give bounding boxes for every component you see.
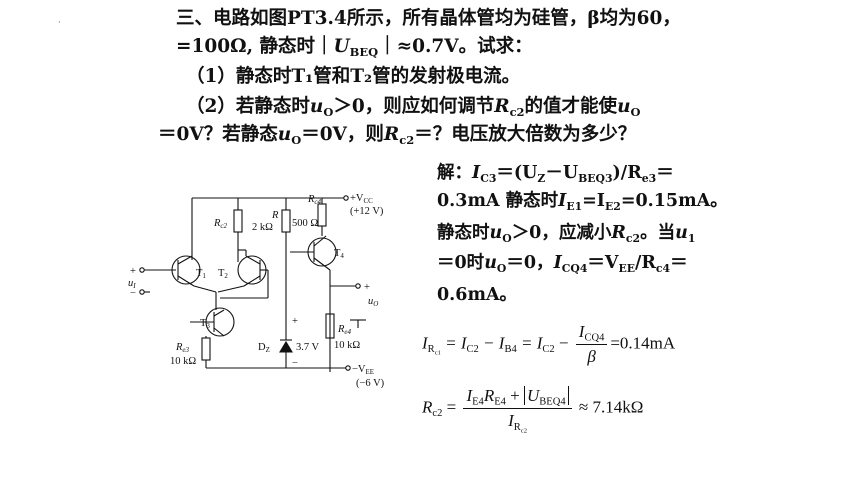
vee-value: (−6 V): [356, 378, 385, 389]
decorative-dot: ·: [58, 18, 61, 28]
fraction-rc2: IE4RE4 + UBEQ4 IRc2: [463, 386, 572, 434]
circuit-diagram: +VCC (+12 V) Rc2 R 2 kΩ Rc4 500 Ω T4 T1 …: [128, 193, 385, 389]
rc2-label: Rc2: [213, 218, 228, 230]
re4-label: Re4: [337, 324, 352, 336]
solution-line-1: 解：IC3＝(UZ－UBEQ3)/Re3＝: [437, 163, 674, 185]
fraction-icq4-beta: ICQ4 β: [575, 322, 608, 367]
formula-irc1: IRc1 = IC2 − IB4 = IC2 − ICQ4 β =0.14mA: [422, 322, 676, 367]
problem-question-1: （1）静态时T₁管和T₂管的发射极电流。: [186, 66, 521, 87]
solution-line-3: 静态时uO＞0，应减小Rc2。当u1: [437, 223, 696, 245]
t3-label: T3: [200, 318, 210, 330]
dz-value: 3.7 V: [296, 342, 320, 353]
re4-value: 10 kΩ: [334, 340, 360, 351]
problem-question-2: （2）若静态时uO＞0，则应如何调节Rc2的值才能使uO: [186, 96, 641, 119]
problem-question-2-cont: ＝0V？若静态uO＝0V，则Rc2＝？电压放大倍数为多少？: [158, 124, 637, 147]
t4-label: T4: [334, 248, 344, 260]
zener-minus: −: [292, 358, 298, 369]
problem-line-2: =100Ω, 静态时｜UBEQ｜≈0.7V。试求：: [176, 36, 533, 59]
formula-rc2: Rc2 = IE4RE4 + UBEQ4 IRc2 ≈ 7.14kΩ: [422, 386, 644, 434]
dz-label: DZ: [258, 342, 270, 354]
ui-label: uI: [128, 278, 136, 290]
output-plus: +: [364, 282, 370, 293]
solution-line-2: 0.3mA 静态时IE1=IE2=0.15mA。: [437, 191, 728, 213]
solution-line-5: 0.6mA。: [437, 285, 518, 305]
input-minus: −: [130, 288, 136, 299]
re3-value: 10 kΩ: [170, 356, 196, 367]
problem-line-1: 三、电路如图PT3.4所示，所有晶体管均为硅管，β均为60，: [176, 8, 681, 29]
zener-plus: +: [292, 316, 298, 327]
rc4-label: Rc4: [307, 194, 322, 206]
t1-label: T1: [196, 268, 206, 280]
re3-label: Re3: [175, 342, 190, 354]
r-label: R: [271, 210, 279, 221]
solution-line-4: ＝0时uO＝0，ICQ4＝VEE/Rc4＝: [437, 253, 688, 275]
vcc-value: (+12 V): [350, 206, 384, 217]
input-plus: +: [130, 266, 136, 277]
vcc-label: +VCC: [350, 193, 373, 205]
uo-label: uO: [368, 296, 378, 308]
t2-label: T2: [218, 268, 228, 280]
vee-label: −VEE: [352, 364, 374, 376]
rc4-value: 500 Ω: [292, 218, 318, 229]
r-value: 2 kΩ: [252, 222, 273, 233]
